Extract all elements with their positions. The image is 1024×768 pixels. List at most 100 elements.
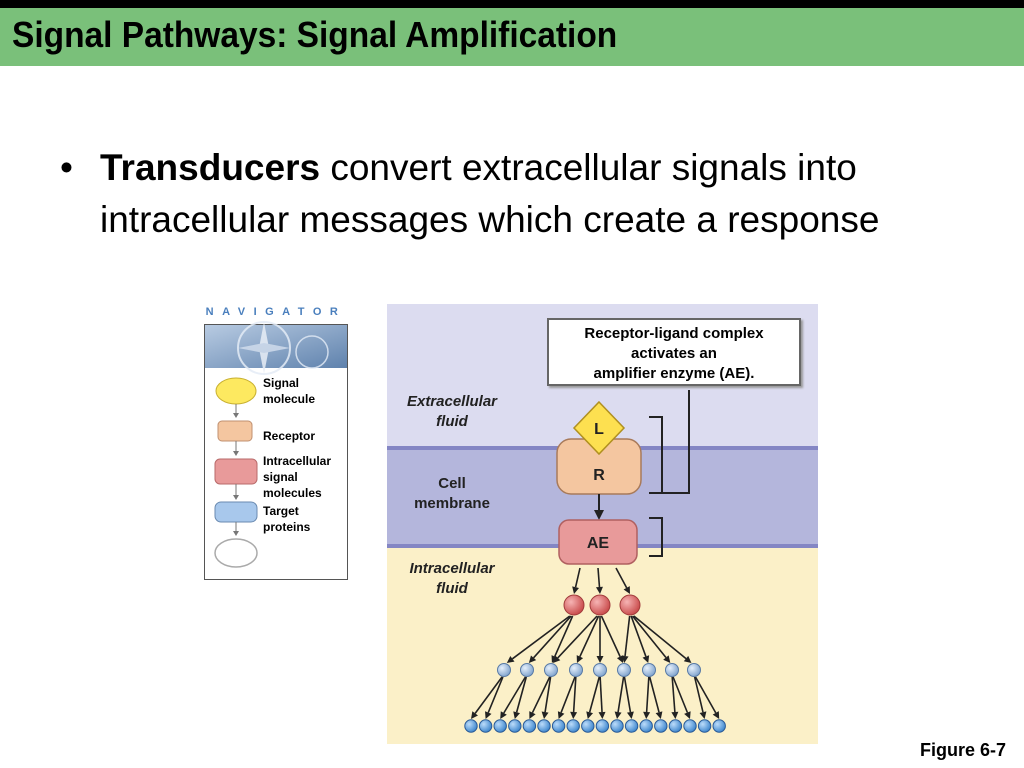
amplification-arrow-shaft — [693, 676, 704, 713]
target-protein-molecule — [566, 719, 580, 733]
bullet-bold-term: Transducers — [100, 147, 321, 188]
target-protein-molecule — [522, 719, 537, 733]
second-messenger-molecule — [520, 663, 534, 677]
amplification-arrow-shaft — [572, 676, 577, 713]
amplification-arrow — [683, 655, 692, 663]
complex-callout: Receptor-ligand complex activates an amp… — [547, 318, 801, 386]
legend-arrow-1 — [233, 413, 239, 418]
second-messenger-molecule — [497, 663, 511, 677]
bullet-body: convert extracellular signals into intra… — [100, 147, 880, 240]
target-protein-molecule — [639, 719, 653, 733]
amplification-arrow — [642, 655, 650, 663]
target-protein-molecule — [654, 719, 668, 733]
legend-label-receptor: Receptor — [263, 429, 316, 443]
navigator-graphic — [205, 321, 347, 568]
amplification-arrow — [671, 711, 679, 719]
second-messenger-molecule — [665, 663, 679, 677]
amplification-arrow — [663, 655, 671, 663]
enzyme-arrow — [623, 586, 630, 594]
amplification-arrow — [485, 711, 492, 719]
amplification-arrow — [576, 655, 584, 663]
intracellular-molecule — [563, 594, 585, 616]
target-protein-molecule — [551, 719, 566, 733]
enzyme-arrow — [595, 586, 603, 594]
amplification-arrow — [621, 655, 629, 663]
amplification-arrow-shaft — [694, 676, 717, 714]
callout-connector — [662, 390, 690, 494]
amplification-arrow-shaft — [544, 676, 552, 713]
amplification-arrow-shaft — [648, 676, 660, 713]
diagram-graphic: L R AE — [387, 304, 818, 744]
amplification-arrow-shaft — [515, 676, 528, 713]
enzyme-bracket — [649, 517, 663, 557]
slide-title: Signal Pathways: Signal Amplification — [12, 14, 618, 55]
enzyme-arrow-shaft — [597, 567, 601, 588]
bullet-dot: • — [60, 147, 73, 188]
amplification-arrow — [655, 711, 663, 719]
amplification-arrow-shaft — [560, 676, 576, 713]
legend-target-shape — [214, 501, 258, 523]
amplification-arrow-shaft — [474, 676, 503, 714]
navigator-title: NAVIGATOR — [205, 306, 347, 318]
legend-arrow-2 — [233, 451, 239, 456]
amplification-arrow-shaft — [631, 615, 667, 659]
legend-arrow-3 — [233, 495, 239, 500]
intracellular-molecule — [619, 594, 641, 616]
enzyme-arrow-shaft — [615, 567, 628, 589]
amplification-arrow-shaft — [623, 676, 632, 713]
amplification-arrow-shaft — [588, 676, 601, 713]
second-messenger-molecule — [544, 663, 558, 677]
amplification-arrow-shaft — [633, 615, 687, 660]
amplification-arrow — [598, 711, 606, 719]
amplification-arrow-shaft — [645, 676, 650, 713]
second-messenger-molecule — [617, 663, 631, 677]
amplification-arrow — [570, 711, 578, 719]
top-border — [0, 0, 1024, 8]
amplification-arrow — [541, 711, 549, 719]
amplification-arrow — [557, 711, 565, 719]
receptor-label: R — [593, 467, 605, 484]
enzyme-arrow-shaft — [574, 567, 581, 588]
amplification-arrow-shaft — [511, 615, 571, 660]
intracellular-molecule — [589, 594, 611, 616]
second-messenger-molecule — [593, 663, 607, 677]
amplification-arrow-shaft — [671, 676, 676, 713]
amplification-cascade — [464, 567, 726, 733]
second-messenger-molecule — [687, 663, 701, 677]
amplification-arrow — [596, 656, 604, 663]
amplification-arrow-shaft — [579, 615, 600, 657]
amplification-arrow — [500, 711, 507, 719]
target-protein-molecule — [595, 719, 610, 733]
target-protein-molecule — [624, 719, 639, 733]
target-protein-molecule — [581, 719, 595, 733]
amplification-arrow-shaft — [554, 615, 574, 657]
enzyme-shape — [558, 519, 638, 565]
title-bar: Signal Pathways: Signal Amplification — [0, 8, 1024, 66]
target-protein-molecule — [464, 719, 478, 733]
amplification-arrow-shaft — [531, 676, 551, 714]
target-protein-molecule — [478, 719, 493, 733]
amplification-arrow — [684, 711, 691, 719]
amplification-arrow — [626, 711, 634, 719]
receptor-to-enzyme-arrow — [594, 510, 604, 520]
amplification-arrow-shaft — [599, 676, 603, 713]
amplification-arrow — [712, 711, 720, 719]
figure-label: Figure 6-7 — [920, 740, 1007, 760]
target-protein-molecule — [610, 719, 624, 733]
amplification-diagram: L R AE Receptor-ligand complex activates… — [387, 304, 818, 744]
target-protein-molecule — [712, 719, 726, 733]
second-messenger-molecule — [642, 663, 656, 677]
legend-arrow-4 — [233, 531, 239, 536]
amplification-arrow — [643, 711, 651, 719]
amplification-arrow-shaft — [503, 676, 527, 714]
amplification-arrow-shaft — [630, 615, 647, 657]
ligand-label: L — [594, 421, 604, 438]
amplification-arrow — [699, 711, 707, 719]
amplification-arrow — [528, 655, 537, 663]
